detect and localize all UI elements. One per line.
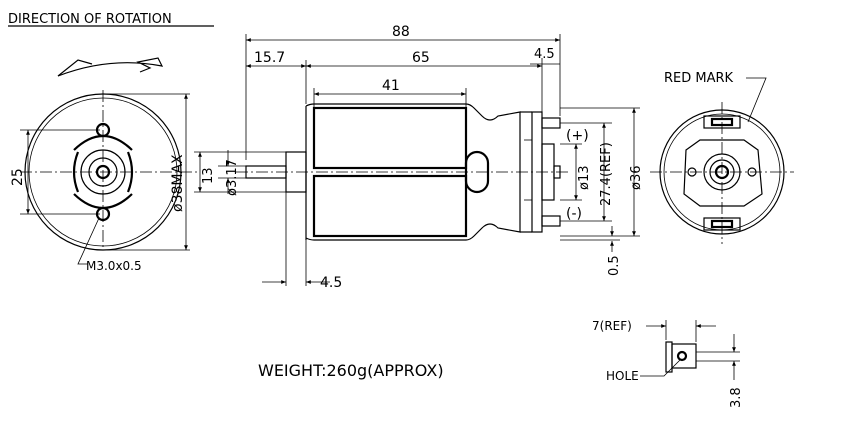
dim-65: 65: [412, 50, 430, 66]
dim-25: 25: [10, 168, 26, 186]
dim-4-5-top: 4.5: [534, 47, 555, 62]
dim-dia38max: ø38MAX: [170, 154, 186, 212]
rear-end-view: [650, 102, 794, 244]
red-mark-label: RED MARK: [664, 71, 734, 86]
plus-terminal-label: (+): [566, 128, 589, 144]
dim-dia36: ø36: [629, 166, 644, 191]
drawing-title: DIRECTION OF ROTATION: [8, 12, 172, 27]
dim-3-8: 3.8: [729, 387, 744, 408]
hole-label: HOLE: [606, 369, 639, 383]
dim-4-5-bottom: 4.5: [320, 275, 342, 291]
rotation-arrow-icon: [57, 57, 164, 77]
dim-7-ref: 7(REF): [592, 319, 632, 333]
side-view: [236, 103, 570, 241]
dim-13: 13: [201, 167, 216, 184]
weight-note: WEIGHT:260g(APPROX): [258, 361, 444, 380]
dim-0-5: 0.5: [607, 255, 622, 276]
dim-41: 41: [382, 78, 400, 94]
dim-dia13: ø13: [577, 166, 592, 191]
terminal-detail: [665, 341, 740, 373]
dim-88: 88: [392, 24, 410, 40]
screw-label: M3.0x0.5: [86, 259, 142, 273]
dim-dia3-17: ø3.17: [225, 159, 240, 196]
dim-27-4-ref: 27.4(REF): [599, 142, 614, 206]
dim-15-7: 15.7: [254, 50, 285, 66]
minus-terminal-label: (-): [566, 206, 582, 222]
